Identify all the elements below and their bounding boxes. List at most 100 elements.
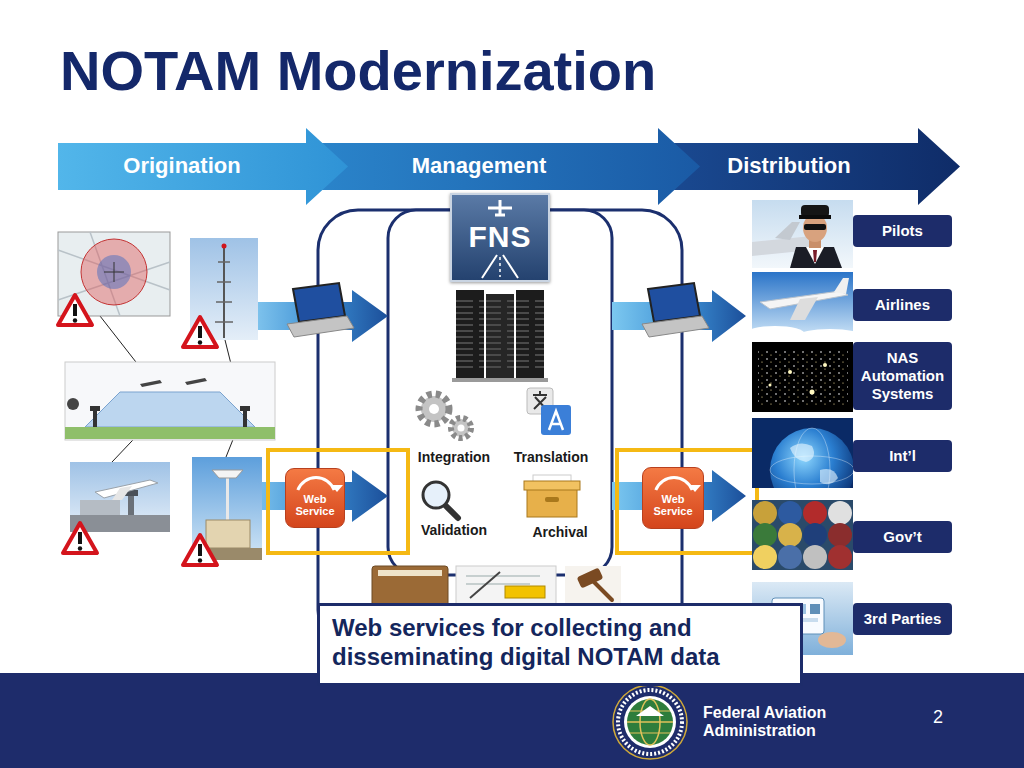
faa-seal bbox=[613, 685, 687, 759]
agency-seals-photo bbox=[778, 523, 802, 547]
warning-sign bbox=[183, 535, 217, 565]
airspace-profile bbox=[93, 410, 97, 427]
translate-icon bbox=[527, 388, 571, 435]
technology-photo bbox=[810, 604, 820, 614]
audience-box: Int’l bbox=[853, 440, 952, 472]
system-name: FNS bbox=[469, 222, 532, 252]
audience-box: Gov’t bbox=[853, 521, 952, 553]
audience-box: Airlines bbox=[853, 289, 952, 321]
agency-seals-photo bbox=[778, 545, 802, 569]
airport-photo bbox=[112, 486, 132, 500]
callout-text: Web services for collecting and dissemin… bbox=[332, 614, 788, 672]
highlight-frame bbox=[268, 450, 408, 553]
warning-sign bbox=[63, 523, 97, 553]
night-map-photo bbox=[823, 363, 827, 367]
globe-photo bbox=[770, 428, 853, 488]
audience-name: Airlines bbox=[875, 296, 930, 314]
footer-band bbox=[0, 673, 1024, 768]
airspace-map bbox=[81, 239, 147, 305]
night-map-photo bbox=[769, 384, 772, 387]
process-label: Validation bbox=[404, 522, 504, 539]
policy-pictures bbox=[372, 566, 621, 608]
audience-name: Int’l bbox=[889, 447, 916, 465]
process-label: Integration bbox=[404, 449, 504, 466]
stage-arrow: Management bbox=[300, 128, 700, 205]
airspace-profile bbox=[140, 380, 162, 387]
archive-box bbox=[545, 497, 559, 502]
ils-photo bbox=[212, 470, 243, 478]
audience-box: 3rd Parties bbox=[853, 603, 952, 635]
faa-seal bbox=[627, 699, 673, 745]
server-rack bbox=[486, 294, 514, 378]
airspace-profile bbox=[67, 398, 79, 410]
agency-seals-photo bbox=[828, 545, 852, 569]
pilot-photo bbox=[804, 224, 826, 230]
stage-name: Origination bbox=[123, 153, 240, 179]
pilot-photo bbox=[775, 222, 800, 240]
globe-photo bbox=[770, 428, 853, 488]
faa-seal bbox=[613, 685, 687, 759]
faa-seal bbox=[624, 696, 676, 748]
magnifier-icon bbox=[423, 482, 449, 508]
web-service-emblem bbox=[331, 485, 343, 492]
night-map-photo bbox=[752, 342, 853, 412]
pilot-photo bbox=[813, 250, 817, 262]
airspace-profile bbox=[65, 362, 275, 440]
globe-photo bbox=[752, 418, 854, 512]
airport-photo bbox=[70, 462, 170, 532]
technology-photo bbox=[818, 632, 846, 648]
agency-seals-photo bbox=[803, 523, 827, 547]
agency-seals-photo bbox=[753, 523, 777, 547]
airplane-symbol bbox=[488, 200, 512, 216]
airspace-profile bbox=[65, 362, 275, 440]
faa-seal bbox=[636, 706, 664, 716]
audience-name: NAS Automation Systems bbox=[857, 349, 948, 403]
airspace-profile bbox=[85, 392, 255, 427]
airliner-photo bbox=[790, 297, 818, 320]
system-badge: FNS bbox=[450, 193, 550, 282]
airspace-map bbox=[97, 255, 131, 289]
archive-box bbox=[527, 488, 577, 517]
airport-photo bbox=[70, 462, 170, 532]
process-label: Archival bbox=[510, 524, 610, 541]
audience-name: Pilots bbox=[882, 222, 923, 240]
tower-photo bbox=[223, 246, 225, 338]
web-service-icon: Web Service bbox=[285, 468, 345, 528]
highlight-frame bbox=[268, 450, 757, 553]
pilot-photo bbox=[752, 200, 853, 268]
airspace-profile bbox=[185, 378, 207, 385]
agency-seals-photo bbox=[803, 501, 827, 525]
gears-icon bbox=[429, 404, 439, 414]
callout-box: Web services for collecting and dissemin… bbox=[317, 603, 803, 686]
agency-name: Federal Aviation Administration bbox=[703, 704, 843, 739]
server-rack bbox=[516, 290, 544, 378]
gears-icon bbox=[451, 418, 471, 438]
tower-photo bbox=[222, 244, 227, 249]
web-service-emblem bbox=[689, 485, 701, 492]
agency-seals-photo bbox=[828, 523, 852, 547]
service-name: Web Service bbox=[286, 493, 344, 517]
management-frame bbox=[318, 210, 682, 650]
web-service-emblem bbox=[654, 476, 693, 490]
stage-arrow-shape bbox=[58, 128, 348, 205]
server-rack bbox=[456, 290, 484, 378]
gears-icon bbox=[458, 425, 465, 432]
laptop-icon bbox=[287, 316, 354, 337]
magnifier-icon bbox=[445, 505, 458, 518]
slide-title: NOTAM Modernization bbox=[60, 40, 656, 102]
policy-pictures bbox=[378, 570, 442, 576]
pilot-photo bbox=[806, 247, 824, 264]
server-rack bbox=[452, 290, 548, 382]
management-frame bbox=[388, 210, 612, 575]
airspace-profile bbox=[240, 406, 250, 411]
globe-photo bbox=[770, 456, 853, 484]
warning-sign bbox=[183, 317, 217, 347]
ils-photo bbox=[206, 520, 250, 548]
gears-icon bbox=[419, 394, 449, 424]
service-name: Web Service bbox=[643, 493, 703, 517]
archive-box bbox=[524, 475, 580, 517]
pilot-photo bbox=[799, 215, 831, 219]
faa-seal bbox=[630, 733, 670, 734]
server-rack bbox=[456, 296, 484, 372]
